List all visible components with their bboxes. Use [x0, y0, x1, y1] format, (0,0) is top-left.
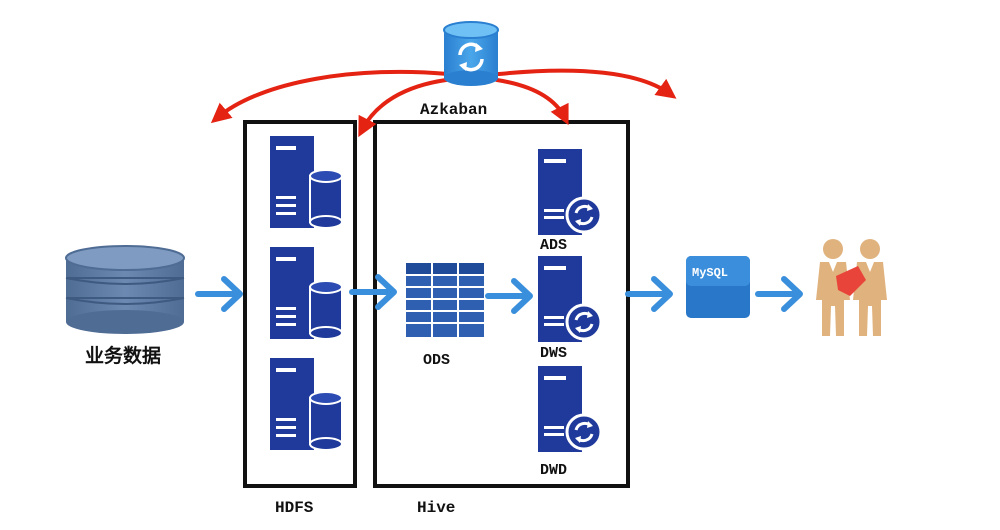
mysql-icon: MySQL — [686, 256, 750, 318]
hdfs-server-icon-3 — [270, 358, 343, 451]
hdfs-label: HDFS — [275, 499, 314, 517]
schedule-arrow-to-mysql — [497, 68, 677, 99]
flow-arrow-mysql-to-consumers — [755, 276, 803, 312]
ads-server-icon — [538, 149, 603, 235]
business-people-icon — [816, 239, 887, 336]
flow-arrow-hdfs-to-hive — [349, 274, 397, 310]
hdfs-frame — [243, 120, 357, 488]
dws-label: DWS — [540, 345, 567, 362]
dws-server-icon — [538, 256, 603, 342]
ods-table-icon — [406, 263, 484, 337]
hdfs-server-icon-1 — [270, 136, 343, 229]
ods-label: ODS — [423, 352, 450, 369]
flow-arrow-ods-to-dws — [485, 278, 533, 314]
flow-arrow-hive-to-mysql — [625, 276, 673, 312]
ads-label: ADS — [540, 237, 567, 254]
dwd-label: DWD — [540, 462, 567, 479]
business-data-label: 业务数据 — [85, 344, 161, 367]
mysql-label: MySQL — [692, 266, 728, 280]
business-data-database-icon — [65, 245, 185, 334]
azkaban-sync-icon — [443, 21, 499, 86]
hive-frame — [373, 120, 630, 488]
flow-arrow-source-to-hdfs — [195, 276, 243, 312]
hive-label: Hive — [417, 499, 455, 517]
azkaban-schedule-arrows — [210, 68, 677, 138]
schedule-arrow-to-source — [210, 69, 450, 124]
schedule-arrow-to-hdfs — [358, 78, 448, 138]
dwd-server-icon — [538, 366, 603, 452]
azkaban-label: Azkaban — [420, 101, 487, 119]
hdfs-server-icon-2 — [270, 247, 343, 340]
schedule-arrow-to-hive — [495, 78, 569, 126]
